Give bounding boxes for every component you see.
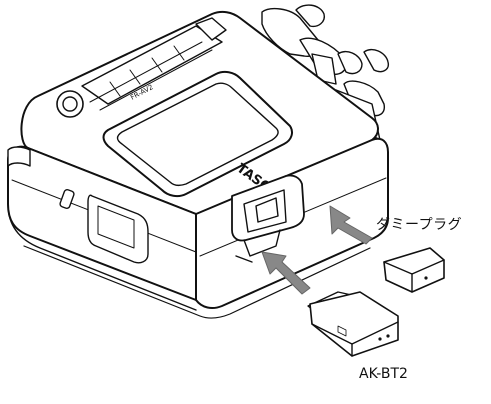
arrow-module-insert — [261, 251, 311, 295]
bt-module — [307, 291, 399, 357]
side-details — [7, 146, 149, 264]
dummy-plug-label: ダミープラグ — [376, 217, 463, 233]
arrow-to-dummy-plug — [329, 205, 373, 245]
button-panel — [56, 17, 227, 118]
module-slot — [231, 174, 305, 263]
module-label: AK-BT2 — [359, 366, 408, 382]
screen — [102, 70, 293, 198]
dummy-plug — [383, 247, 445, 293]
